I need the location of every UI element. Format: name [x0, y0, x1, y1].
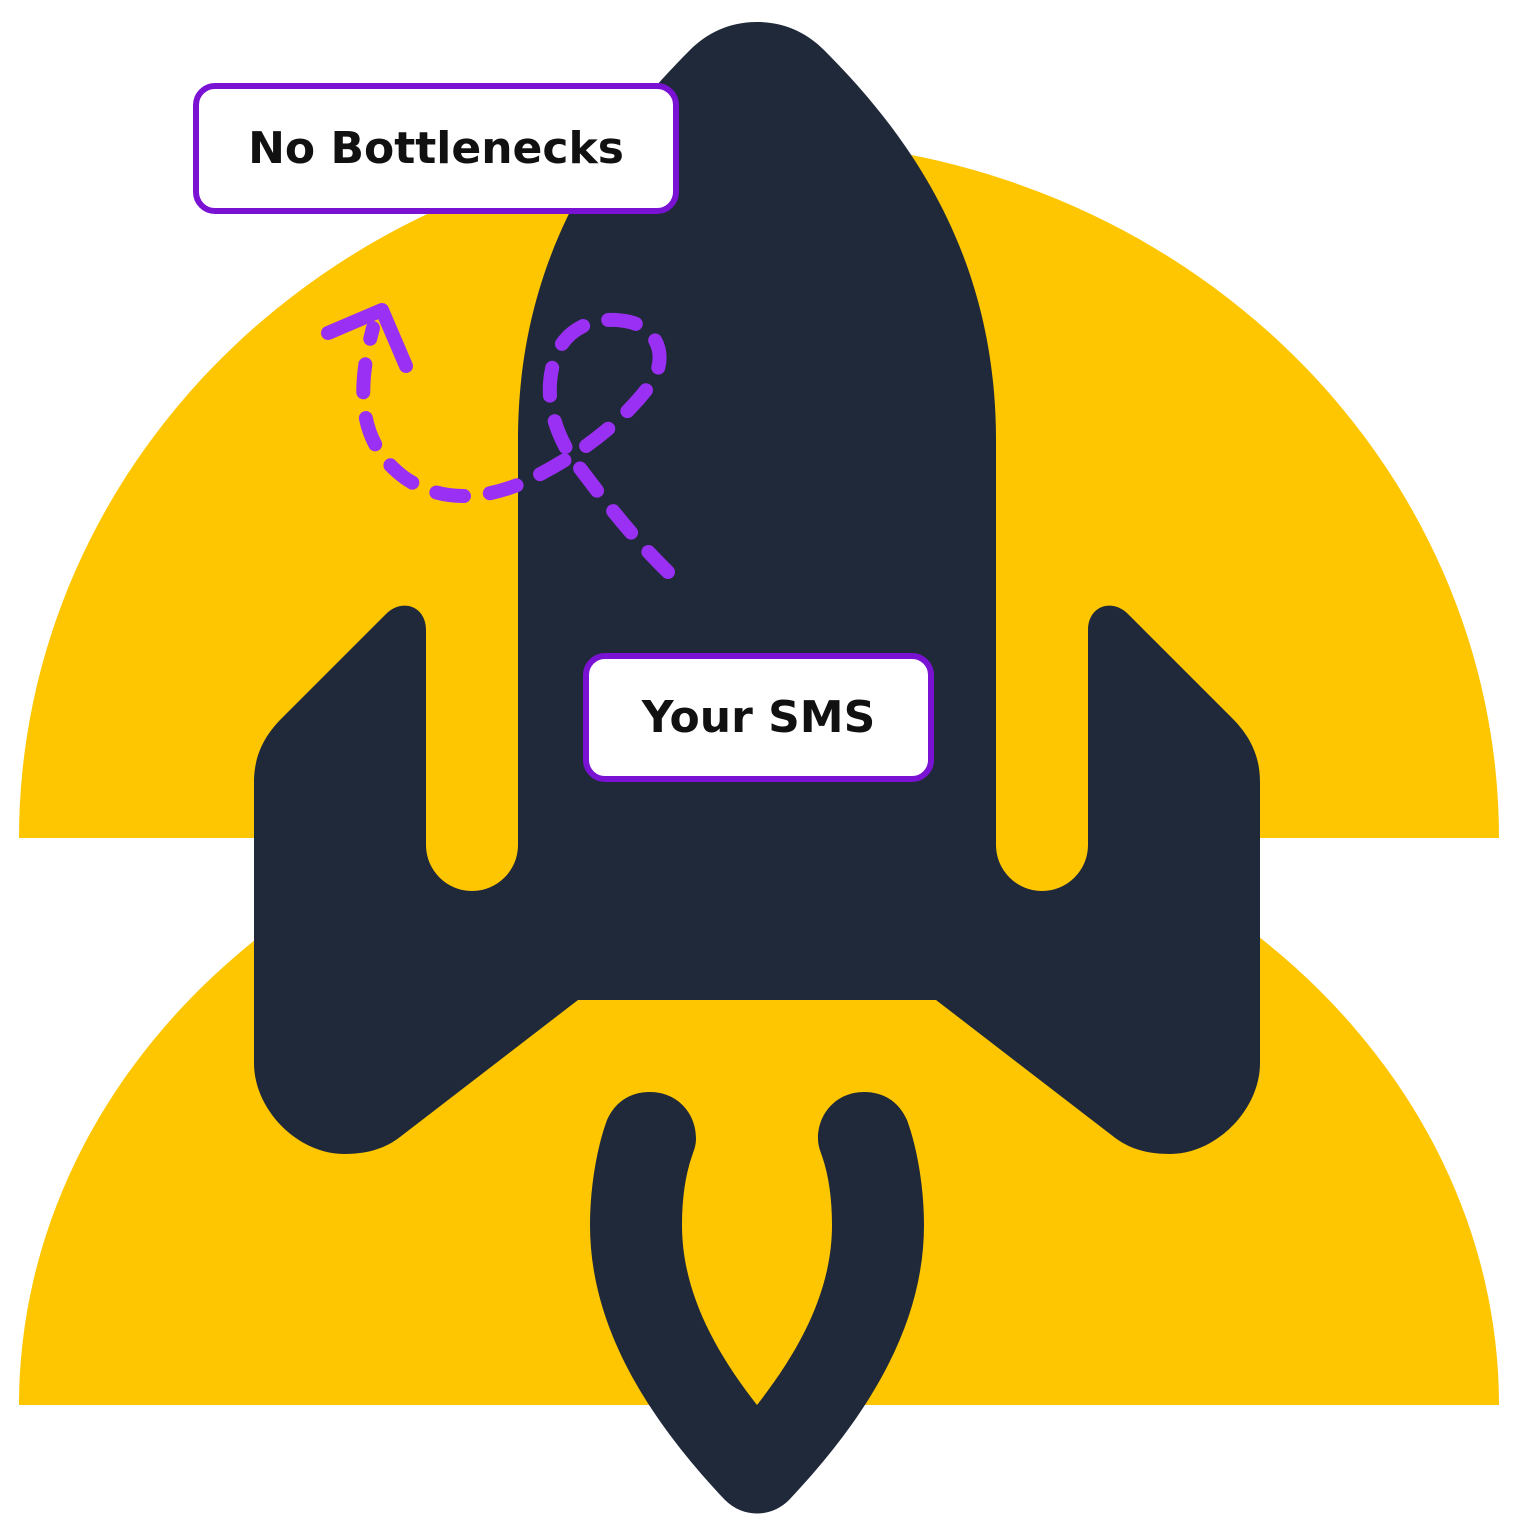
arrow-head	[321, 303, 413, 373]
dashed-loop-arrow-icon	[321, 303, 675, 579]
rocket-icon	[254, 22, 1260, 1514]
dashed-loop-path	[356, 312, 675, 579]
rocket-body	[254, 22, 1260, 1154]
rocket-flame	[590, 1092, 924, 1514]
your-sms-label: Your SMS	[583, 653, 934, 782]
no-bottlenecks-label: No Bottlenecks	[193, 83, 679, 214]
